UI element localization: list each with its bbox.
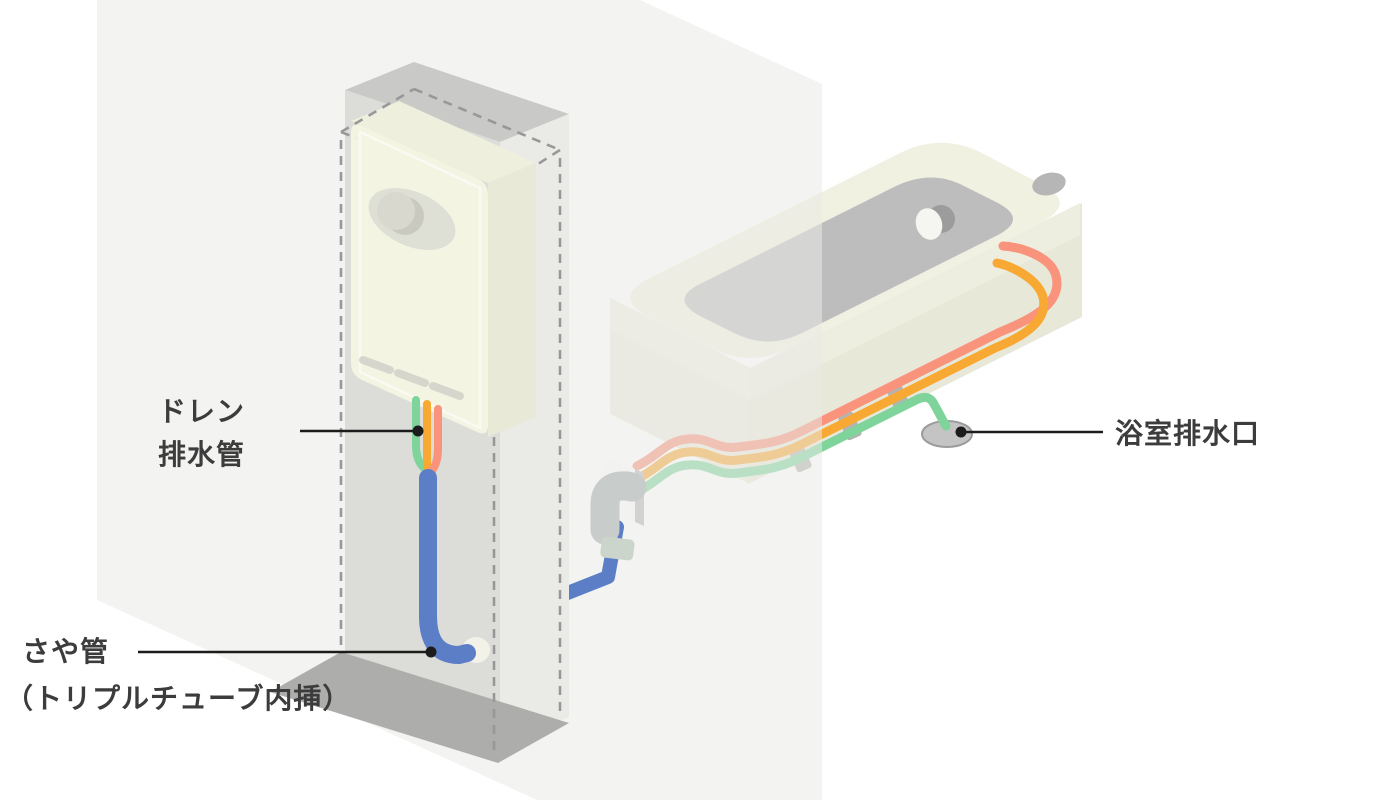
- coupling-nut: [600, 536, 635, 561]
- trap-elbow: [590, 471, 647, 545]
- label-sheath-pipe-line2: （トリプルチューブ内挿）: [5, 683, 352, 714]
- pillar-top-face: [345, 62, 569, 142]
- enclosure-dashed-outline: [339, 87, 562, 757]
- label-bath-drain: 浴室排水口: [1115, 412, 1260, 455]
- heater-right-face: [488, 163, 536, 437]
- heater-top-face: [351, 101, 536, 183]
- label-bath-drain-text: 浴室排水口: [1115, 418, 1261, 449]
- label-drain-pipe-line2: 排水管: [158, 439, 246, 470]
- front-pipes: [412, 396, 490, 664]
- tub-port: [915, 208, 943, 240]
- leader-lines: [138, 425, 1103, 658]
- floor-shadow: [270, 652, 569, 763]
- label-sheath-pipe-line1: さや管: [22, 636, 110, 667]
- sleeve-pipe-blue: [419, 469, 476, 664]
- tub-rim-band-front: [750, 203, 1080, 400]
- drain-tube-salmon: [426, 405, 442, 481]
- heater-vents: [359, 356, 464, 400]
- leader-dot-drain-pipe: [412, 425, 424, 437]
- leader-dot-bath-drain: [955, 426, 967, 438]
- label-sheath-pipe: さや管 （トリプルチューブ内挿）: [5, 628, 351, 722]
- heater-panel-inset: [358, 130, 482, 430]
- tub-faucet-hole: [1032, 172, 1066, 196]
- leader-dot-sheath-pipe: [425, 646, 437, 658]
- label-drain-pipe-line1: ドレン: [158, 396, 246, 427]
- label-drain-pipe: ドレン 排水管: [158, 390, 245, 476]
- heater-fan: [368, 188, 456, 250]
- drain-fitting: [553, 458, 647, 603]
- water-heater: [351, 101, 536, 437]
